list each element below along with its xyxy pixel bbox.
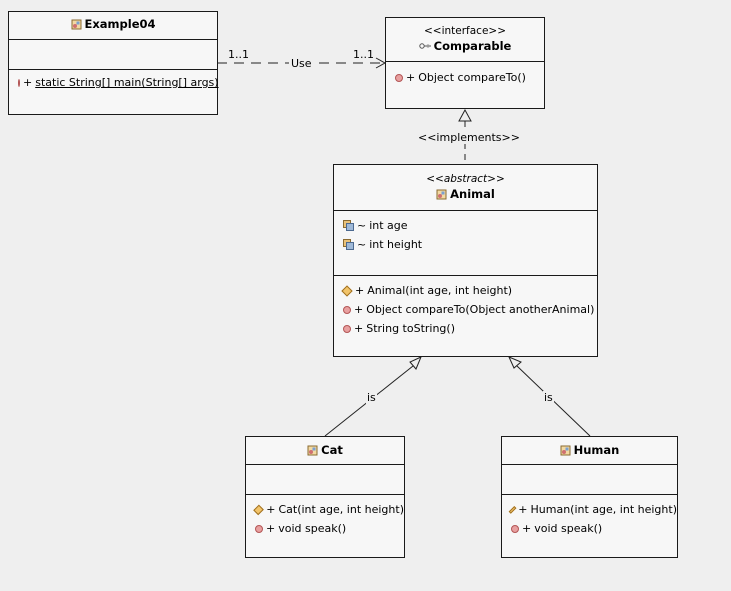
method-icon — [255, 524, 263, 533]
stereotype-label: <<interface>> — [423, 25, 507, 37]
cat-generalization-label: is — [366, 391, 377, 404]
class-header: <<abstract>> Animal — [334, 165, 597, 211]
stereotype-label: <<abstract>> — [426, 173, 505, 185]
visibility-marker: ~ — [357, 238, 367, 251]
visibility-marker: + — [355, 284, 365, 297]
visibility-marker: + — [406, 71, 416, 84]
methods-section: + Object compareTo() — [386, 62, 544, 87]
method-row[interactable]: + void speak() — [502, 519, 677, 538]
class-icon — [560, 445, 571, 455]
method-icon — [395, 73, 403, 82]
method-icon — [18, 78, 20, 87]
method-row[interactable]: + String toString() — [334, 319, 597, 338]
cat-generalization-arrowhead — [409, 356, 422, 370]
class-cat[interactable]: Cat + Cat(int age, int height) + void sp… — [245, 436, 405, 558]
class-icon — [307, 445, 318, 455]
method-row[interactable]: + static String[] main(String[] args) — [9, 73, 219, 92]
class-header: Example04 — [9, 12, 217, 40]
class-header: Cat — [246, 437, 404, 465]
constructor-row[interactable]: + Animal(int age, int height) — [334, 281, 597, 300]
class-name: Cat — [321, 443, 343, 457]
class-name: Animal — [450, 187, 495, 201]
field-icon — [343, 220, 354, 231]
method-signature: static String[] main(String[] args) — [35, 76, 219, 89]
method-signature: Animal(int age, int height) — [367, 284, 513, 297]
field-signature: int height — [369, 238, 423, 251]
association-label: Use — [289, 57, 314, 70]
method-icon — [343, 324, 351, 333]
visibility-marker: + — [23, 76, 33, 89]
method-signature: Human(int age, int height) — [530, 503, 677, 516]
constructor-icon — [253, 504, 265, 515]
method-icon — [343, 305, 351, 314]
visibility-marker: + — [522, 522, 532, 535]
method-row[interactable]: + Object compareTo(Object anotherAnimal) — [334, 300, 597, 319]
interface-icon — [418, 43, 431, 49]
methods-section: + static String[] main(String[] args) — [9, 70, 219, 92]
visibility-marker: ~ — [357, 219, 367, 232]
attributes-section: ~ int age ~ int height — [334, 211, 597, 276]
class-header: Human — [502, 437, 677, 465]
field-icon — [343, 239, 354, 250]
attributes-section — [246, 465, 404, 495]
visibility-marker: + — [354, 303, 364, 316]
visibility-marker: + — [518, 503, 528, 516]
methods-section: + Human(int age, int height) + void spea… — [502, 495, 677, 538]
method-row[interactable]: + Object compareTo() — [386, 68, 544, 87]
association-multiplicity-left: 1..1 — [228, 48, 249, 61]
association-multiplicity-right: 1..1 — [353, 48, 374, 61]
constructor-row[interactable]: + Cat(int age, int height) — [246, 500, 404, 519]
constructor-icon — [341, 284, 353, 297]
class-example04[interactable]: Example04 + static String[] main(String[… — [8, 11, 219, 115]
class-human[interactable]: Human + Human(int age, int height) + voi… — [501, 436, 678, 558]
class-header: <<interface>> Comparable — [386, 18, 544, 62]
human-generalization-label: is — [543, 391, 554, 404]
class-animal[interactable]: <<abstract>> Animal ~ int age ~ int heig… — [333, 164, 598, 357]
class-name: Example04 — [84, 17, 156, 31]
constructor-row[interactable]: + Human(int age, int height) — [502, 500, 677, 519]
human-generalization-arrowhead — [508, 356, 522, 369]
constructor-icon — [508, 505, 517, 514]
method-signature: void speak() — [534, 522, 603, 535]
attributes-section — [502, 465, 677, 495]
field-signature: int age — [369, 219, 408, 232]
class-icon — [71, 19, 81, 29]
realization-label: <<implements>> — [417, 131, 521, 144]
method-row[interactable]: + void speak() — [246, 519, 404, 538]
interface-comparable[interactable]: <<interface>> Comparable + Object compar… — [385, 17, 545, 109]
method-signature: void speak() — [278, 522, 347, 535]
field-row[interactable]: ~ int age — [334, 216, 597, 235]
field-row[interactable]: ~ int height — [334, 235, 597, 254]
visibility-marker: + — [266, 503, 276, 516]
method-signature: Object compareTo(Object anotherAnimal) — [366, 303, 595, 316]
visibility-marker: + — [266, 522, 276, 535]
interface-name: Comparable — [433, 39, 512, 53]
method-signature: Object compareTo() — [418, 71, 526, 84]
realization-arrowhead — [458, 108, 472, 122]
class-icon — [436, 189, 447, 199]
class-name: Human — [573, 443, 620, 457]
method-signature: String toString() — [366, 322, 455, 335]
method-signature: Cat(int age, int height) — [278, 503, 404, 516]
methods-section: + Cat(int age, int height) + void speak(… — [246, 495, 404, 538]
attributes-section — [9, 40, 217, 70]
method-icon — [511, 524, 519, 533]
methods-section: + Animal(int age, int height) + Object c… — [334, 276, 597, 338]
visibility-marker: + — [354, 322, 364, 335]
